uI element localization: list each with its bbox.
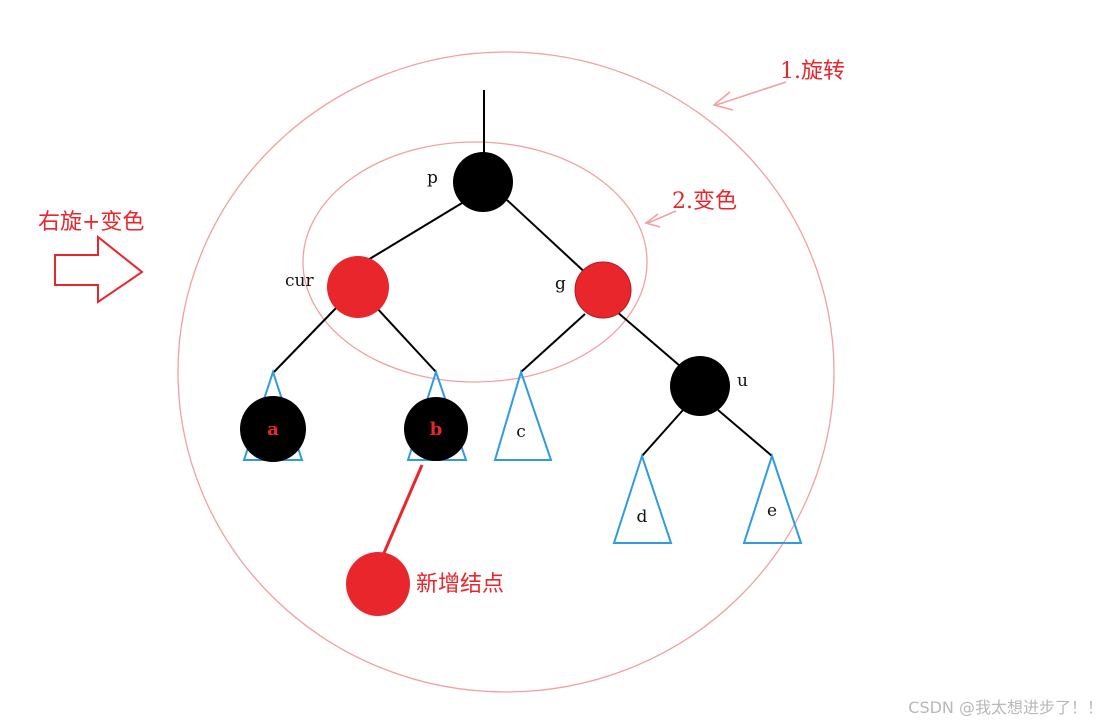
subtree-e-label: e — [767, 501, 777, 521]
node-u-label: u — [737, 371, 748, 391]
subtree-d-triangle — [612, 452, 673, 544]
node-g — [574, 261, 632, 319]
rotate-step-label: 1.旋转 — [780, 59, 845, 84]
node-g-label: g — [555, 274, 566, 294]
node-cur-label: cur — [285, 271, 314, 291]
node-p-label: p — [427, 168, 438, 188]
watermark: CSDN @我太想进步了！！ — [908, 698, 1103, 717]
recolor-pointer-arrow — [644, 210, 677, 228]
rotate-pointer-arrow — [712, 81, 787, 111]
node-a — [240, 396, 306, 462]
subtree-e-triangle — [742, 452, 803, 544]
subtree-c-triangle — [493, 368, 553, 461]
node-b-letter: b — [430, 419, 443, 440]
subtree-c-label: c — [516, 422, 526, 442]
tree-edges — [273, 199, 773, 457]
recolor-scope-ellipse — [302, 141, 648, 383]
recolor-step-label: 2.变色 — [672, 189, 737, 214]
node-b — [404, 397, 468, 461]
node-p — [453, 152, 513, 212]
operation-arrow-icon — [54, 234, 144, 304]
node-cur — [327, 256, 389, 318]
new-node-label: 新增结点 — [416, 572, 504, 597]
operation-label: 右旋+变色 — [38, 210, 144, 235]
subtree-d-label: d — [637, 507, 648, 527]
node-a-letter: a — [267, 419, 279, 440]
edge-b-new-node — [382, 464, 424, 554]
node-new — [346, 552, 410, 616]
node-u — [670, 356, 730, 416]
rotation-scope-ellipse — [177, 51, 835, 693]
